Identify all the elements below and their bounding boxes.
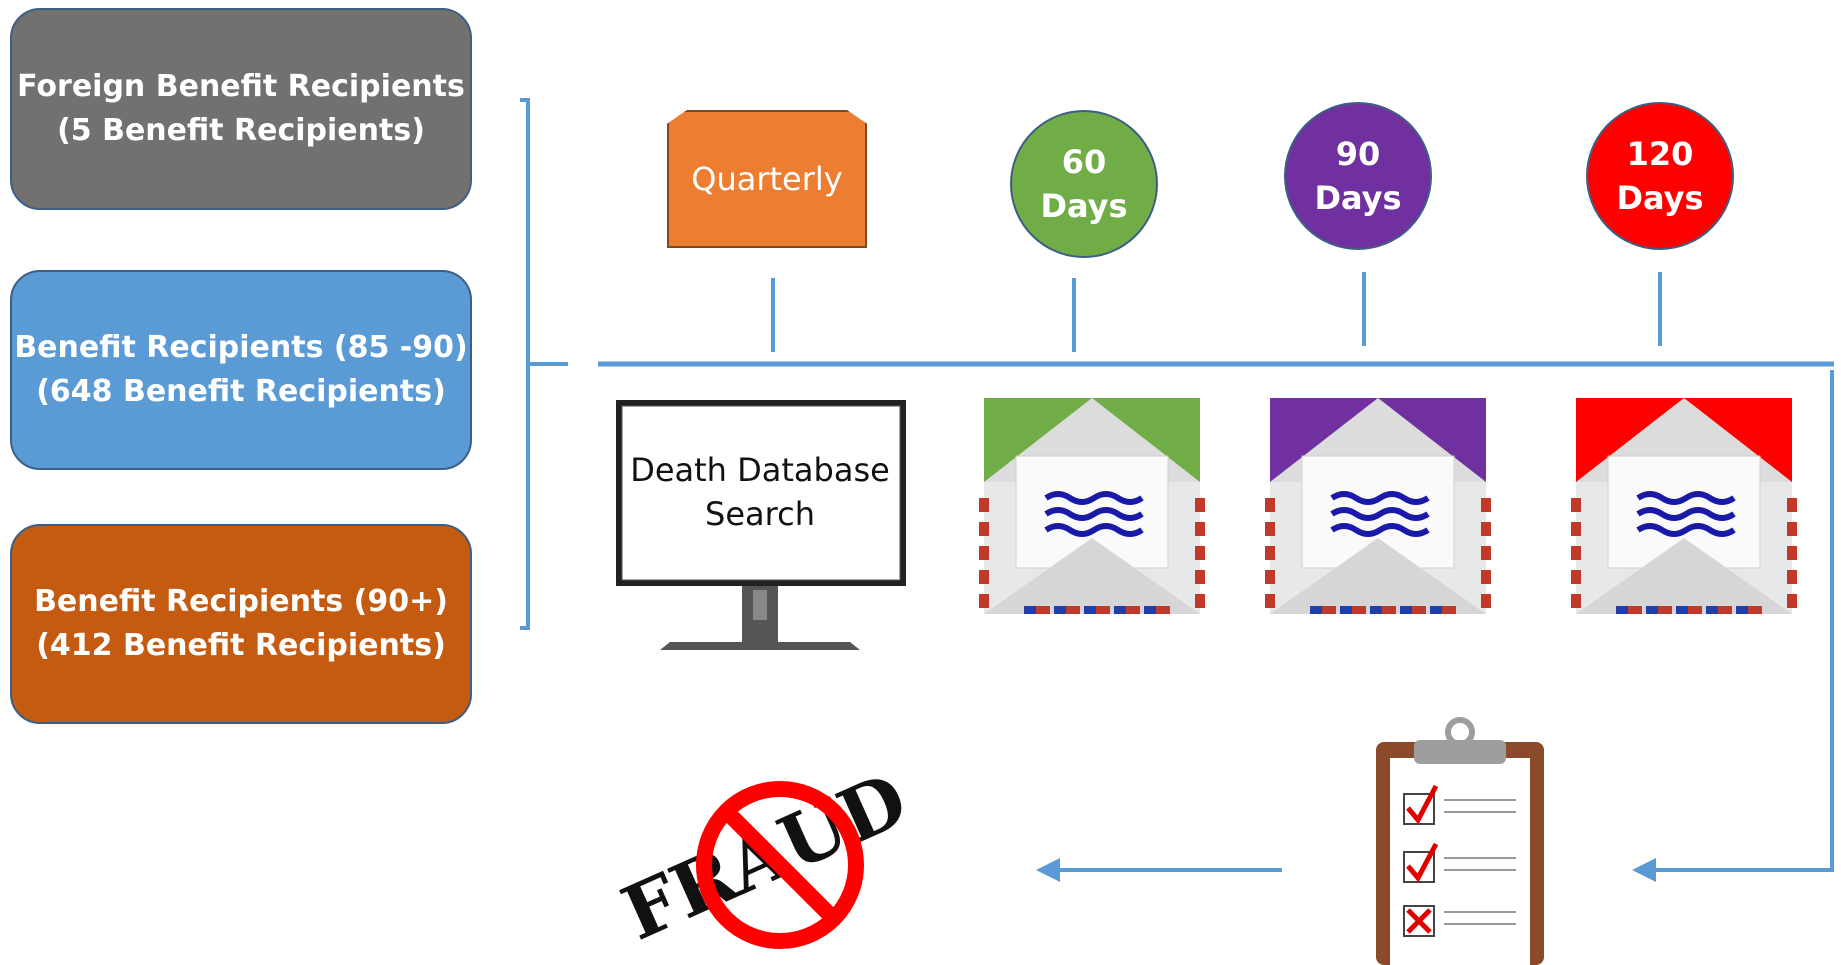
no-symbol-icon [696, 781, 864, 949]
stage-label: Quarterly [691, 160, 843, 198]
group-count: (412 Benefit Recipients) [36, 628, 446, 663]
arrowhead-icon [1632, 858, 1656, 882]
stage-unit: Days [1616, 179, 1704, 217]
monitor-line-2: Search [705, 495, 815, 533]
group-count: (648 Benefit Recipients) [36, 374, 446, 409]
group-box-90-plus-recipients: Benefit Recipients (90+) (412 Benefit Re… [10, 524, 472, 724]
group-label: Benefit Recipients (85 -90) [14, 330, 468, 365]
monitor-icon [616, 400, 906, 650]
stage-number: 90 [1335, 135, 1381, 173]
group-box-85-90-recipients: Benefit Recipients (85 -90) (648 Benefit… [10, 270, 472, 470]
group-label: Benefit Recipients (90+) [34, 584, 448, 619]
envelope-icon [1265, 398, 1491, 614]
envelope-icon [1571, 398, 1797, 614]
stage-120-days: 120 Days [1586, 102, 1734, 250]
group-label: Foreign Benefit Recipients [17, 69, 465, 104]
group-box-foreign-recipients: Foreign Benefit Recipients (5 Benefit Re… [10, 8, 472, 210]
return-connector [1654, 370, 1834, 872]
arrowhead-icon [1036, 858, 1060, 882]
stage-unit: Days [1314, 179, 1402, 217]
monitor-line-1: Death Database [630, 451, 890, 489]
group-count: (5 Benefit Recipients) [57, 113, 425, 148]
fraud-stamp: FRAUD [610, 757, 919, 958]
death-database-search-label: Death Database Search [630, 448, 890, 536]
clipboard-checklist-icon [1376, 717, 1544, 965]
envelope-icon [979, 398, 1205, 614]
stage-60-days: 60 Days [1010, 110, 1158, 258]
grouping-bracket [520, 98, 568, 630]
stage-90-days: 90 Days [1284, 102, 1432, 250]
stage-quarterly: Quarterly [667, 110, 867, 248]
stage-number: 120 [1626, 135, 1694, 173]
stage-number: 60 [1061, 143, 1107, 181]
stage-unit: Days [1040, 187, 1128, 225]
